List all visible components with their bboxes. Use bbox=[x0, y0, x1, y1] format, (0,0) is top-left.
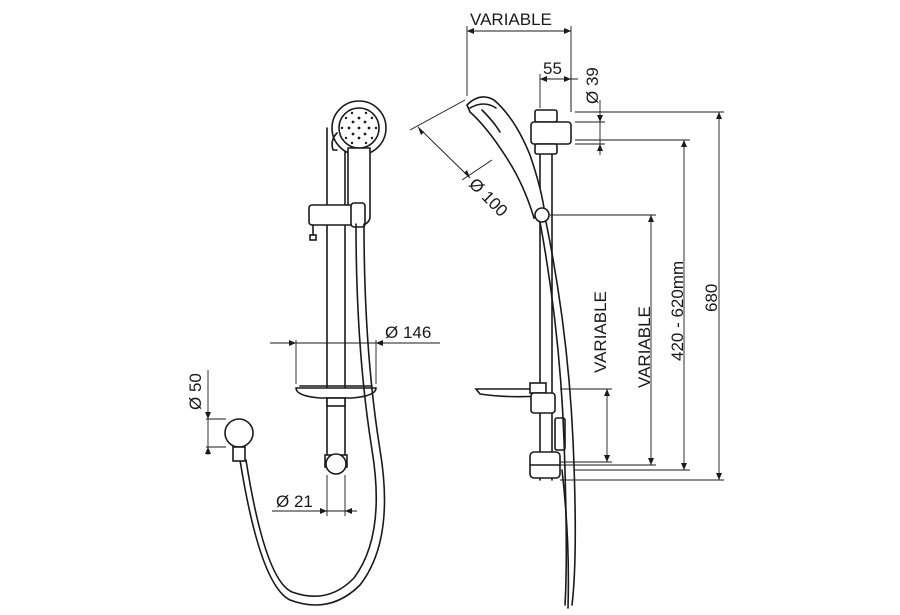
side-hose-outer bbox=[545, 221, 577, 606]
front-hose-inner bbox=[245, 223, 378, 598]
front-hose-connector bbox=[224, 418, 254, 462]
front-slider-bracket bbox=[308, 202, 366, 241]
dim-overall-height: 680 bbox=[560, 111, 724, 481]
side-bottom-bracket bbox=[529, 417, 566, 479]
dim-vertical-variable-2: VARIABLE bbox=[550, 214, 656, 466]
dim-top-variable: VARIABLE bbox=[466, 10, 572, 112]
side-top-bracket bbox=[530, 109, 572, 155]
label-top-variable: VARIABLE bbox=[470, 10, 552, 29]
side-view bbox=[466, 96, 577, 609]
dim-soap-dish: Ø 146 bbox=[270, 323, 440, 384]
label-vertical-variable-2: VARIABLE bbox=[635, 306, 654, 388]
label-top-bracket-diameter: Ø 39 bbox=[583, 67, 602, 104]
label-adjustable-range: 420 - 620mm bbox=[668, 261, 687, 361]
front-hose-outer bbox=[239, 223, 386, 606]
label-vertical-variable-1: VARIABLE bbox=[591, 291, 610, 373]
dim-rail: Ø 21 bbox=[272, 475, 357, 516]
label-rail-diameter: Ø 21 bbox=[276, 492, 313, 511]
dim-adjustable-range: 420 - 620mm bbox=[575, 139, 690, 471]
side-rail bbox=[539, 109, 553, 481]
dim-hose-connector: Ø 50 bbox=[186, 370, 226, 455]
label-soap-dish-diameter: Ø 146 bbox=[385, 323, 431, 342]
label-top-projection: 55 bbox=[543, 59, 562, 78]
dim-top-projection: 55 bbox=[539, 59, 578, 112]
front-rail bbox=[324, 127, 348, 475]
side-hose-inner bbox=[539, 221, 568, 606]
front-view bbox=[224, 100, 387, 606]
front-soap-dish bbox=[295, 385, 377, 407]
side-shower-head bbox=[466, 96, 550, 223]
dim-vertical-variable-1: VARIABLE bbox=[560, 291, 612, 463]
label-hose-connector-diameter: Ø 50 bbox=[186, 373, 205, 410]
dim-top-bracket: Ø 39 bbox=[575, 67, 605, 155]
label-head-diameter: Ø 100 bbox=[465, 174, 511, 220]
label-overall-height: 680 bbox=[702, 284, 721, 312]
side-soap-dish bbox=[474, 382, 556, 414]
